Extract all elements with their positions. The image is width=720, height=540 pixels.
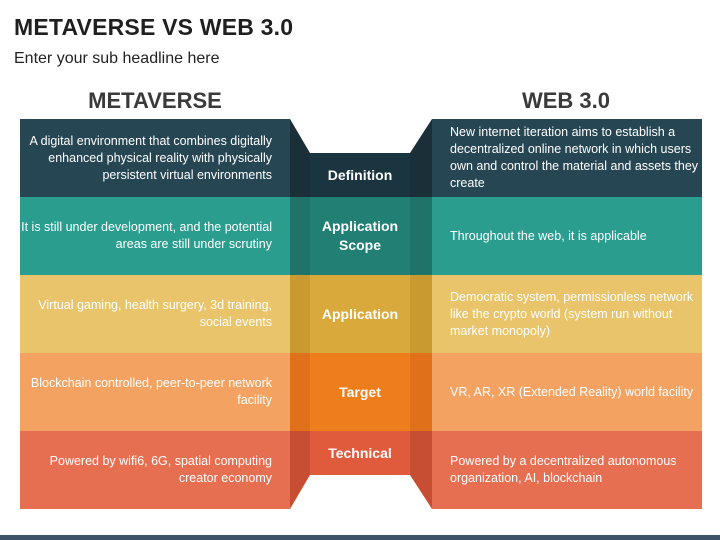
- left-fold-3: [290, 353, 310, 431]
- left-fold-4: [290, 431, 310, 509]
- page-title: METAVERSE VS WEB 3.0: [14, 14, 294, 40]
- web3-text: Throughout the web, it is applicable: [450, 228, 647, 243]
- left-fold-0: [290, 119, 310, 197]
- web3-cell: Powered by a decentralized autonomous or…: [440, 431, 702, 509]
- web3-text: Democratic system, permissionless networ…: [450, 289, 694, 338]
- metaverse-cell: Virtual gaming, health surgery, 3d train…: [20, 275, 282, 353]
- center-panel-2: [310, 275, 410, 353]
- category-label: Application: [321, 305, 399, 322]
- metaverse-cell: Blockchain controlled, peer-to-peer netw…: [20, 353, 282, 431]
- category-label: Definition: [327, 166, 393, 183]
- web3-header: WEB 3.0: [521, 88, 611, 113]
- metaverse-header: METAVERSE: [88, 88, 222, 113]
- web3-band-2: [432, 275, 702, 353]
- center-panel-0: [310, 153, 410, 197]
- web3-band-3: [432, 353, 702, 431]
- metaverse-cell: It is still under development, and the p…: [20, 197, 282, 275]
- web3-band-4: [432, 431, 702, 509]
- web3-text: VR, AR, XR (Extended Reality) world faci…: [450, 384, 694, 399]
- right-fold-2: [410, 275, 432, 353]
- metaverse-text: A digital environment that combines digi…: [29, 133, 273, 182]
- web3-cell: Democratic system, permissionless networ…: [440, 275, 702, 353]
- right-fold-1: [410, 197, 432, 275]
- page-subtitle: Enter your sub headline here: [14, 50, 220, 67]
- category-label: Technical: [328, 444, 392, 461]
- center-panel-1: [310, 197, 410, 275]
- metaverse-text: Powered by wifi6, 6G, spatial computing …: [49, 454, 272, 485]
- metaverse-band-3: [20, 353, 290, 431]
- metaverse-band-0: [20, 119, 290, 197]
- web3-band-0: [432, 119, 702, 197]
- metaverse-band-4: [20, 431, 290, 509]
- category-label: Target: [339, 383, 381, 400]
- right-fold-0: [410, 119, 432, 197]
- metaverse-text: It is still under development, and the p…: [21, 220, 272, 251]
- metaverse-text: Blockchain controlled, peer-to-peer netw…: [30, 376, 272, 407]
- web3-band-1: [432, 197, 702, 275]
- category-label: Application Scope: [321, 218, 399, 253]
- web3-cell: Throughout the web, it is applicable: [440, 197, 702, 275]
- center-panel-4: [310, 431, 410, 475]
- left-fold-1: [290, 197, 310, 275]
- web3-cell: VR, AR, XR (Extended Reality) world faci…: [440, 353, 702, 431]
- web3-text: New internet iteration aims to establish…: [450, 125, 699, 190]
- metaverse-cell: Powered by wifi6, 6G, spatial computing …: [20, 431, 282, 509]
- footer-bar: [0, 535, 720, 540]
- right-fold-3: [410, 353, 432, 431]
- metaverse-text: Virtual gaming, health surgery, 3d train…: [38, 298, 272, 329]
- center-panel-3: [310, 353, 410, 431]
- metaverse-band-2: [20, 275, 290, 353]
- left-fold-2: [290, 275, 310, 353]
- right-fold-4: [410, 431, 432, 509]
- metaverse-band-1: [20, 197, 290, 275]
- web3-cell: New internet iteration aims to establish…: [440, 119, 702, 197]
- metaverse-cell: A digital environment that combines digi…: [20, 119, 282, 197]
- web3-text: Powered by a decentralized autonomous or…: [450, 454, 677, 485]
